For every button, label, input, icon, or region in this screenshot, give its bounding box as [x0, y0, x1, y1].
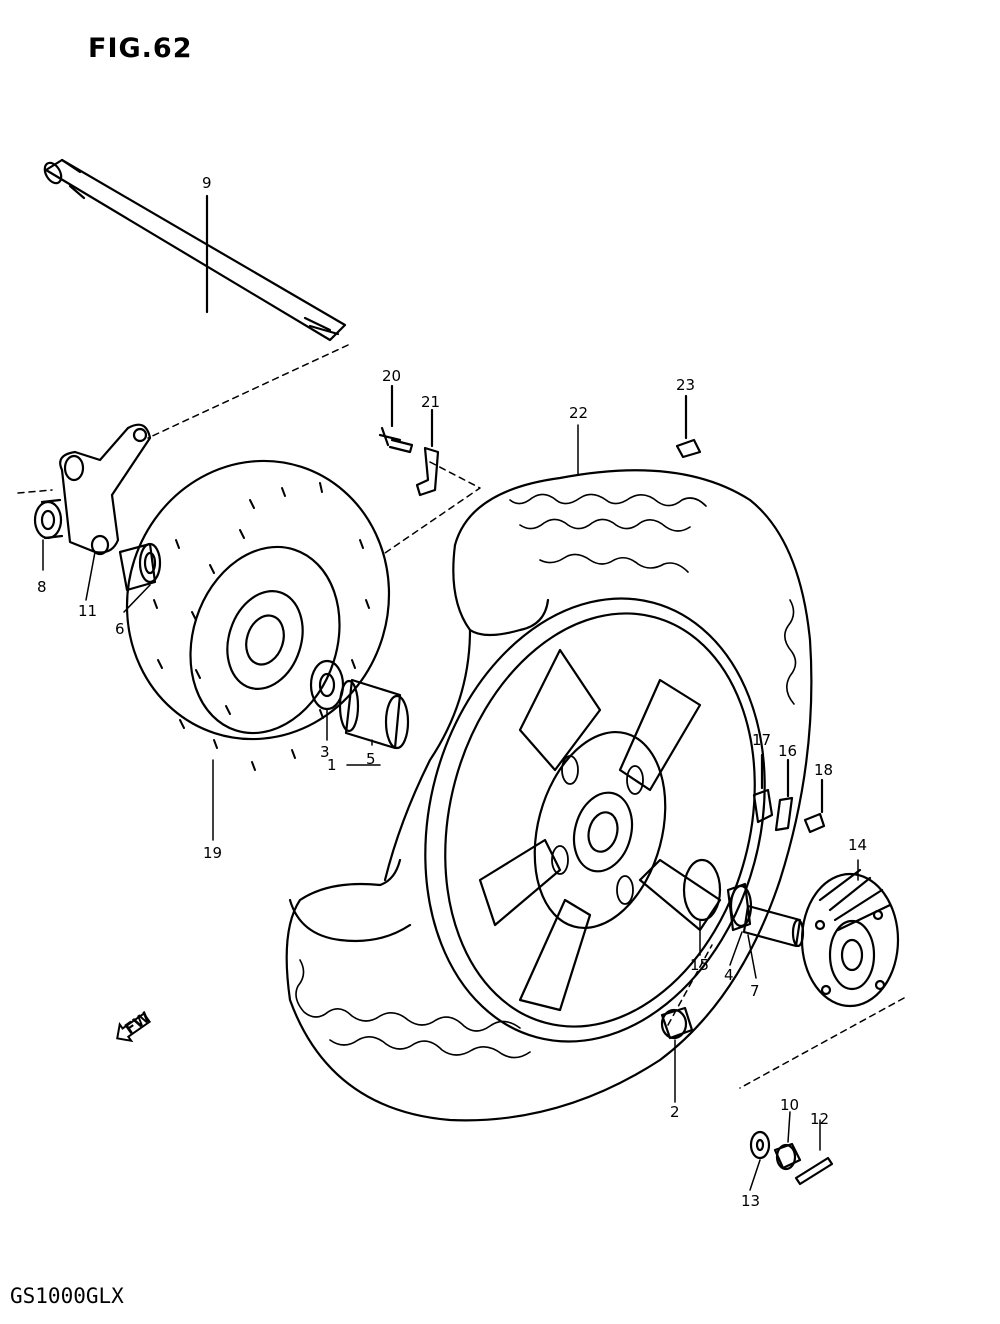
bushing-part: [33, 498, 64, 540]
spacer-bracket-part: [59, 423, 152, 556]
sprocket-spacer-part: [742, 904, 805, 948]
bearing-part: [309, 659, 345, 711]
callout-5: 5: [366, 750, 376, 768]
callout-13: 13: [741, 1192, 760, 1210]
callout-21: 21: [421, 393, 440, 411]
callout-17: 17: [752, 731, 771, 749]
brake-disc-part: [125, 459, 391, 771]
callout-2: 2: [670, 1103, 680, 1121]
wheel-tire-assembly: [285, 469, 813, 1122]
callout-23: 23: [676, 376, 695, 394]
callout-7: 7: [750, 982, 760, 1000]
callout-10: 10: [780, 1096, 799, 1114]
bolt-part: [378, 384, 414, 454]
model-code: GS1000GLX: [10, 1284, 124, 1308]
callout-4: 4: [724, 966, 734, 984]
dust-seal-part: [682, 858, 722, 922]
leader-lines: [42, 424, 859, 1191]
callout-9: 9: [202, 174, 212, 192]
figure-title: FIG.62: [88, 33, 193, 64]
callout-16: 16: [778, 742, 797, 760]
balance-weight-part: [675, 394, 702, 459]
callout-19: 19: [203, 844, 222, 862]
callout-12: 12: [810, 1110, 829, 1128]
sprocket-bolt-part: [803, 778, 826, 834]
callout-22: 22: [569, 404, 588, 422]
axle-part: [43, 158, 347, 342]
lock-plate-part: [752, 753, 794, 832]
cap-nut-part: [660, 1006, 694, 1040]
cotter-pin-part: [794, 1156, 834, 1186]
washer-part: [749, 1130, 771, 1160]
callout-15: 15: [690, 956, 709, 974]
callout-8: 8: [37, 578, 47, 596]
callout-6: 6: [115, 620, 125, 638]
spacer-part: [118, 542, 162, 592]
callout-3: 3: [320, 743, 330, 761]
callout-14: 14: [848, 836, 867, 854]
hub-spacer-part: [338, 678, 410, 750]
callout-11: 11: [78, 602, 97, 620]
callout-1: 1: [327, 756, 337, 774]
callout-labels: 1 2 3 4 5 6 7 8 9 10 11 12 13 14 15 16 1…: [37, 174, 867, 1210]
axle-nut-part: [773, 1142, 802, 1171]
sprocket-mount-part: [800, 868, 900, 1008]
alignment-lines: [17, 344, 905, 1089]
lock-washer-part: [415, 408, 440, 497]
callout-20: 20: [382, 367, 401, 385]
callout-18: 18: [814, 761, 833, 779]
